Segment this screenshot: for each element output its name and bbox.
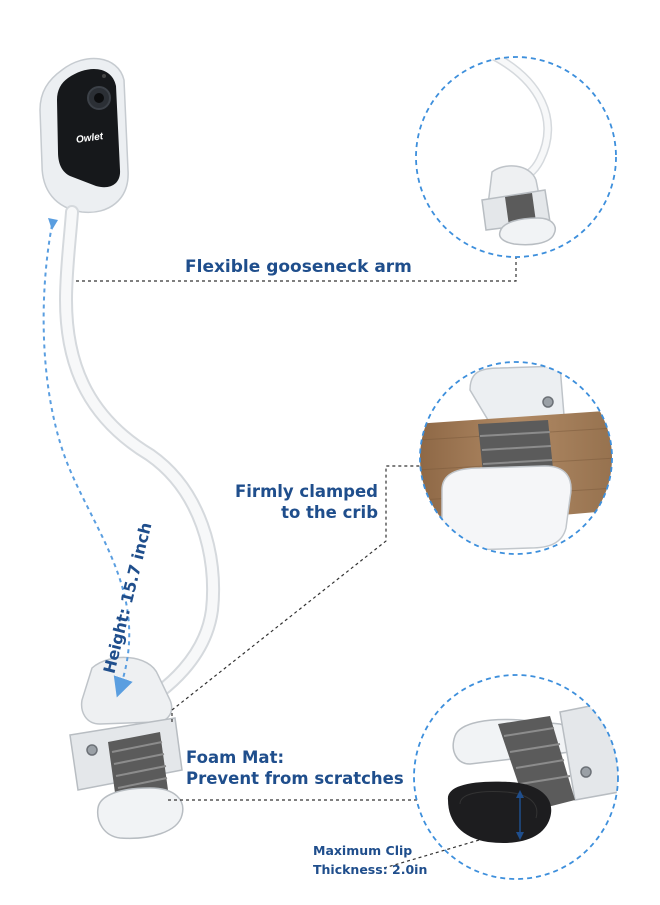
callout-clamp-line-1: Firmly clamped: [235, 482, 378, 501]
height-arrow: [42, 224, 133, 698]
callout-foam-line-2: Prevent from scratches: [186, 768, 404, 788]
callout-clamp-line-2: to the crib: [281, 502, 378, 522]
zoom-circle-crib: [419, 361, 613, 555]
callout-foam-line-1: Foam Mat:: [186, 748, 285, 767]
callout-foam: Foam Mat: Prevent from scratches: [186, 748, 404, 789]
callout-gooseneck: Flexible gooseneck arm: [185, 257, 412, 277]
callout-clip-line-1: Maximum Clip: [313, 843, 413, 858]
gooseneck-arm: [58, 205, 221, 717]
camera-icon: [39, 57, 129, 214]
zoom-circle-gooseneck: [415, 56, 617, 258]
callout-clip-line-2: Thickness: 2.0in: [313, 862, 428, 878]
zoom-circle-foam: [413, 674, 619, 880]
leader-lines: [76, 257, 521, 869]
callout-clip-thickness: Maximum Clip Thickness: 2.0in: [313, 841, 427, 880]
callout-clamp: Firmly clamped to the crib: [228, 482, 378, 523]
